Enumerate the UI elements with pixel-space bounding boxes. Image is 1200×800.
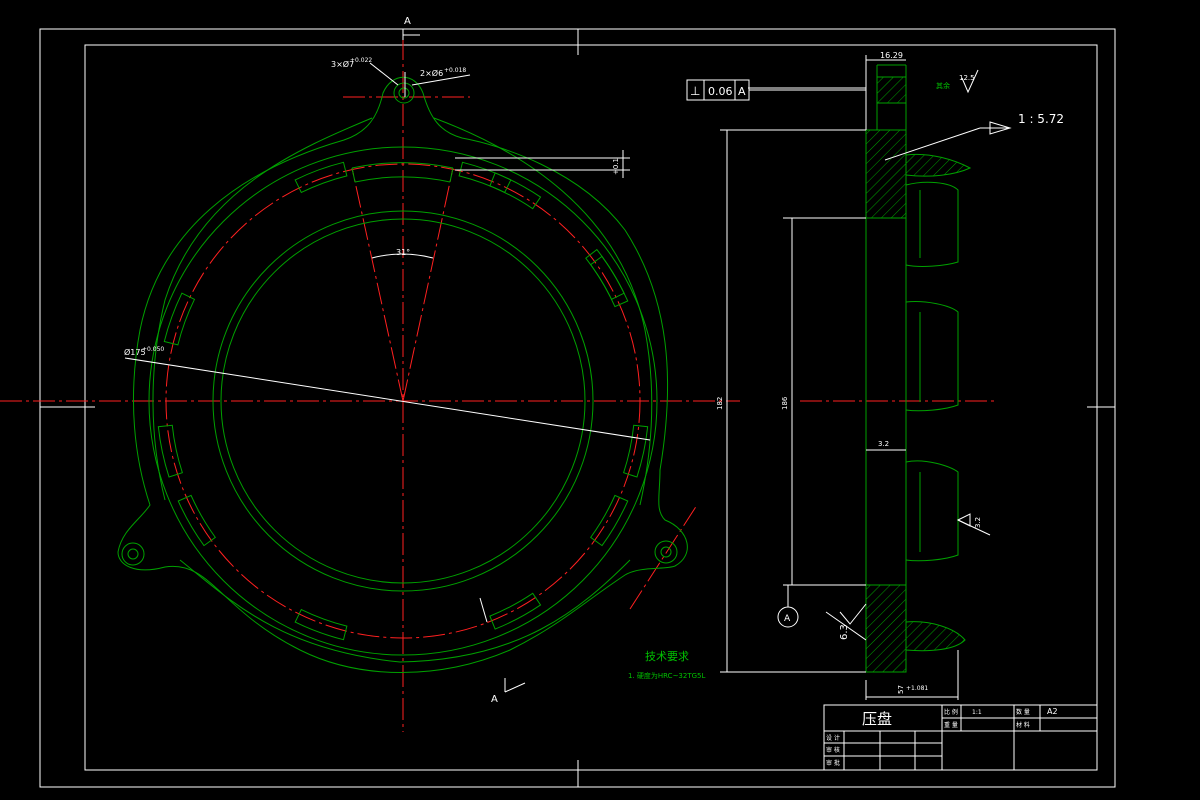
fcf-datum: A	[738, 85, 746, 98]
feature-control-frame	[686, 79, 866, 101]
slot-segment-12	[157, 424, 183, 478]
slot-segment-7	[163, 292, 196, 346]
title-row-label-1: 设 计	[826, 734, 840, 742]
title-row-label-2: 审 核	[826, 746, 840, 754]
section-outline	[865, 64, 959, 673]
title-part-name: 压盘	[862, 710, 892, 728]
other-note: 其余	[936, 81, 950, 90]
dim-holes-top-right-tol: +0.018	[444, 67, 466, 74]
slot-segment-9	[458, 161, 512, 194]
slot-segment-6	[177, 494, 217, 547]
title-sheet-value: A2	[1047, 707, 1058, 716]
section-view-label: A	[491, 694, 498, 705]
slot-segment-11	[623, 424, 649, 478]
dim-vertical-inner: 186	[781, 396, 789, 410]
front-top-sector	[351, 162, 454, 183]
title-row-label-3: 审 批	[826, 759, 840, 767]
section-top-label: A	[404, 16, 411, 27]
slot-segment-3	[589, 494, 629, 547]
slot-segment-5	[294, 608, 348, 641]
roughness-symbols	[839, 69, 1012, 625]
taper-ratio: 1 : 5.72	[1018, 112, 1064, 126]
dim-angle-label: 31°	[396, 248, 410, 257]
title-block: 压盘 设 计 审 核 审 批 比 例 1:1 重 量 数 量 材 料 A2	[823, 704, 1098, 771]
fcf-symbol: ⊥	[690, 84, 700, 98]
roughness-left-bottom: 6.3	[839, 624, 850, 640]
fcf-value: 0.06	[708, 85, 733, 98]
notes-heading: 技术要求	[645, 650, 689, 663]
front-view: 3×Ø7 +0.022 2×Ø6 +0.018 A 31° +0.1 Ø175 …	[0, 16, 740, 732]
dim-diameter-left-tol: +0.050	[142, 346, 164, 353]
title-quantity-label: 数 量	[1016, 708, 1030, 716]
dim-width-top: 16.29	[880, 51, 903, 60]
title-scale-label: 比 例	[944, 708, 958, 716]
dim-small-right: +0.1	[612, 158, 620, 175]
dim-holes-top-left-tol: +0.022	[350, 57, 372, 64]
front-dimensions	[124, 29, 651, 693]
front-outer-outline	[117, 76, 688, 673]
dim-holes-top-right: 2×Ø6	[420, 68, 443, 78]
section-dimensions	[720, 55, 1010, 700]
slot-segment-4	[489, 592, 542, 630]
slot-segment-10	[585, 248, 625, 300]
roughness-top-value: 12.5	[959, 74, 975, 82]
dim-base-width-tol: +1.081	[906, 685, 928, 692]
front-centerlines	[0, 38, 740, 732]
roughness-right-value: 3.2	[974, 517, 982, 528]
dim-diameter-left: Ø175	[124, 347, 146, 357]
title-weight-label: 重 量	[944, 721, 958, 729]
dim-vertical-outer: 182	[716, 397, 724, 410]
slot-segment-8	[294, 161, 348, 194]
dim-thickness: 3.2	[878, 440, 889, 448]
section-view: ⊥ 0.06 A 16.29 其余 12.5 1 : 5.72 182 186 …	[686, 51, 1064, 700]
slot-segment-2	[589, 255, 629, 308]
sheet-border	[39, 28, 1116, 788]
notes-line-1: 1. 硬度为HRC~32TG5L	[628, 671, 705, 680]
dim-base-width: 57	[897, 685, 905, 694]
section-hatch	[865, 76, 972, 673]
front-slot-segments	[157, 161, 649, 641]
title-scale-value: 1:1	[972, 709, 982, 716]
title-material-label: 材 料	[1016, 721, 1030, 729]
datum-label: A	[784, 614, 791, 624]
dim-holes-top-left: 3×Ø7	[331, 59, 354, 69]
